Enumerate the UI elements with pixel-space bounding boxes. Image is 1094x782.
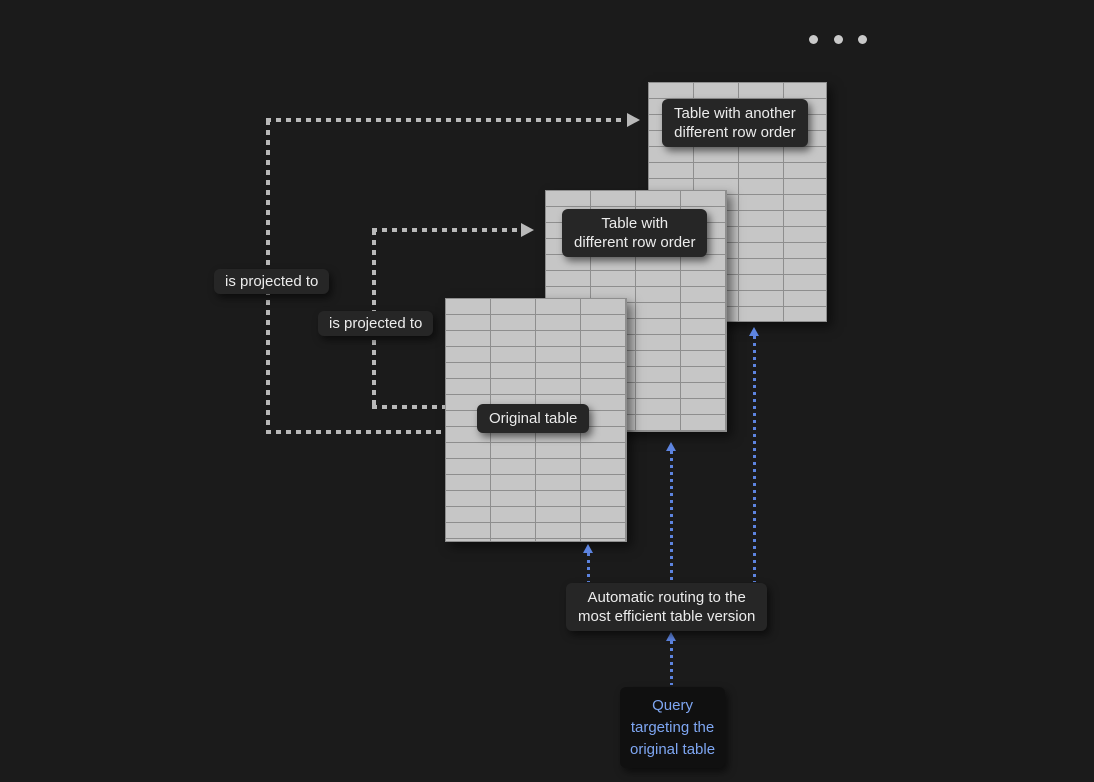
query-label: Query targeting the original table <box>620 687 726 769</box>
table-original-label: Original table <box>477 404 590 434</box>
projection-path-outer-bottom <box>266 430 448 434</box>
dot-icon <box>834 35 843 44</box>
edge-label-projected-outer: is projected to <box>214 269 330 295</box>
routing-arrowhead-different-order-icon <box>666 442 676 451</box>
table-original <box>445 298 627 542</box>
routing-path-to-original <box>587 553 590 582</box>
table-another-label: Table with another different row order <box>662 99 808 148</box>
dot-icon <box>809 35 818 44</box>
projection-path-inner-top <box>372 228 521 232</box>
projection-arrowhead-inner-icon <box>521 223 534 237</box>
projection-arrowhead-outer-icon <box>627 113 640 127</box>
routing-label: Automatic routing to the most efficient … <box>566 583 768 632</box>
query-path-to-routing <box>670 641 673 685</box>
projection-path-outer-top <box>266 118 626 122</box>
edge-label-projected-inner: is projected to <box>318 311 434 337</box>
routing-path-to-another-order <box>753 336 756 582</box>
query-arrowhead-icon <box>666 632 676 641</box>
table-different-label: Table with different row order <box>562 209 708 258</box>
routing-arrowhead-another-order-icon <box>749 327 759 336</box>
routing-path-to-different-order <box>670 451 673 582</box>
routing-arrowhead-original-icon <box>583 544 593 553</box>
dot-icon <box>858 35 867 44</box>
projection-path-inner-bottom <box>372 405 448 409</box>
